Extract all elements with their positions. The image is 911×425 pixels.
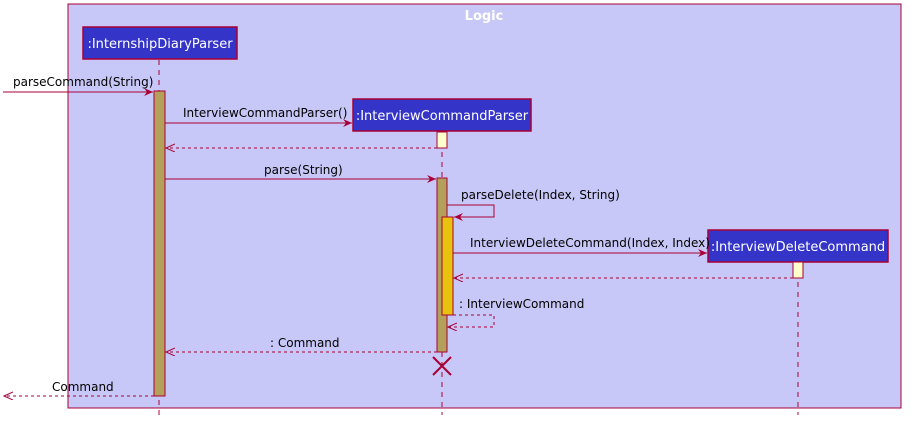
participant-interview-delete-command[interactable]: :InterviewDeleteCommand: [707, 229, 889, 263]
message-return-interview-command-label: : InterviewCommand: [459, 297, 584, 311]
message-create-interview-command-parser-label: InterviewCommandParser(): [183, 106, 347, 120]
message-parse-delete-arrow: [447, 204, 495, 221]
message-parse-label: parse(String): [264, 163, 343, 177]
activation-interview-delete-command: [792, 261, 804, 279]
activation-internship-diary-parser: [153, 90, 166, 397]
activation-interview-command-parser-parse-delete: [441, 216, 454, 316]
message-parse-delete-label: parseDelete(Index, String): [461, 188, 620, 202]
destroy-marker-icon: [432, 356, 452, 376]
message-return-interview-command-arrow: [448, 314, 495, 327]
participant-interview-command-parser[interactable]: :InterviewCommandParser: [352, 98, 532, 132]
activation-interview-command-parser-constructor: [436, 131, 448, 149]
participant-internship-diary-parser-label: :InternshipDiaryParser: [87, 37, 233, 52]
logic-frame-title: Logic: [465, 9, 504, 24]
participant-interview-delete-command-label: :InterviewDeleteCommand: [711, 240, 885, 255]
message-return-command-inner-label: : Command: [270, 336, 340, 350]
logic-frame: [67, 3, 902, 409]
message-create-interview-delete-command-label: InterviewDeleteCommand(Index, Index): [470, 236, 710, 250]
message-parse-command-label: parseCommand(String): [13, 75, 153, 89]
participant-interview-command-parser-label: :InterviewCommandParser: [356, 109, 529, 124]
participant-internship-diary-parser[interactable]: :InternshipDiaryParser: [82, 26, 238, 60]
message-return-command-outer-label: Command: [52, 380, 114, 394]
